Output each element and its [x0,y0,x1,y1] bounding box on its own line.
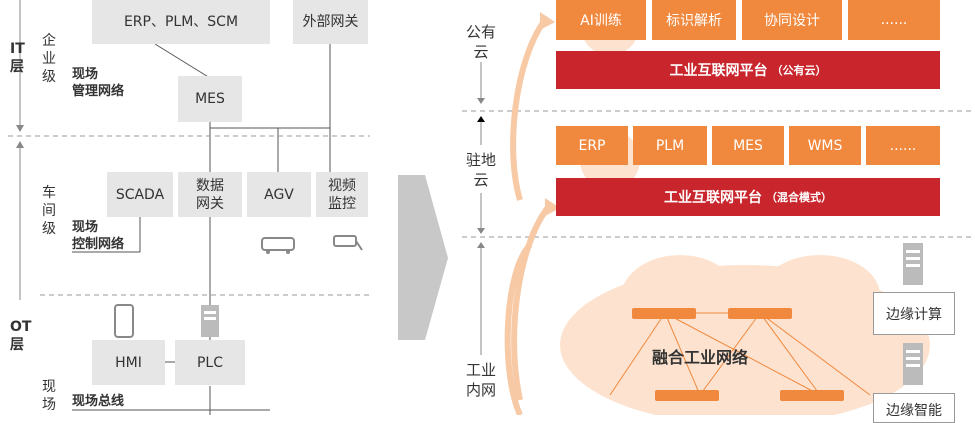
field-control-network-label: 现场 控制网络 [72,220,125,252]
phone-icon [114,304,134,338]
left-separators [8,135,370,296]
onprem-app-plm: PLM [633,126,707,165]
external-gateway-box: 外部网关 [293,0,368,44]
field-level-label: 现 场 [42,379,56,413]
agv-box: AGV [247,172,311,217]
public-app-identifier-resolution: 标识解析 [652,0,736,40]
upflow-arrows [504,18,553,415]
onprem-platform-title: 工业互联网平台 [664,190,762,206]
data-gateway-box: 数据 网关 [178,172,242,217]
ot-layer-label: OT 层 [10,319,32,353]
edge-server-icon-2 [903,343,923,385]
public-cloud-label: 公有 云 [465,23,496,61]
mes-box: MES [178,76,242,122]
fieldbus-label: 现场总线 [72,394,125,409]
it-layer-label: IT 层 [10,41,25,75]
scada-box: SCADA [107,172,173,217]
industrial-intranet-label: 工业 内网 [465,361,496,399]
plc-box: PLC [175,340,245,385]
onprem-app-more: ...... [866,126,940,165]
public-app-collaborative-design: 协同设计 [742,0,842,40]
onprem-platform-subtitle: （混合模式） [766,191,832,204]
agv-icon [261,237,295,254]
onprem-platform-bar: 工业互联网平台 （混合模式） [556,178,940,216]
onprem-cloud-label: 驻地 云 [465,151,496,189]
public-app-more: ...... [848,0,940,40]
camera-icon [333,235,363,251]
workshop-level-label: 车 间 级 [42,185,56,237]
onprem-app-erp: ERP [556,126,628,165]
edge-intelligence-box: 边缘智能 [873,393,955,423]
onprem-app-wms: WMS [789,126,861,165]
plc-device-icon [201,305,219,337]
public-platform-bar: 工业互联网平台（公有云） [556,51,940,89]
hmi-box: HMI [92,340,165,385]
video-monitoring-box: 视频 监控 [316,172,368,217]
public-platform-title: 工业互联网平台 [669,63,768,79]
transition-arrow [398,175,448,340]
public-platform-subtitle: （公有云） [771,64,827,77]
tier-arrow-down [16,125,24,132]
cloud-backgrounds [560,5,930,415]
public-app-ai-training: AI训练 [556,0,646,40]
right-separators [462,110,975,238]
erp-plm-scm-box: ERP、PLM、SCM [92,0,270,44]
fusion-network-label: 融合工业网络 [652,348,749,367]
fusion-servers [632,308,844,401]
onprem-app-mes: MES [712,126,784,165]
enterprise-level-label: 企 业 级 [42,33,56,85]
tier-arrow-up [16,141,24,148]
edge-compute-box: 边缘计算 [873,292,955,335]
edge-server-icon [903,243,923,285]
fusion-mesh [609,312,871,396]
field-mgmt-network-label: 现场 管理网络 [72,67,125,99]
